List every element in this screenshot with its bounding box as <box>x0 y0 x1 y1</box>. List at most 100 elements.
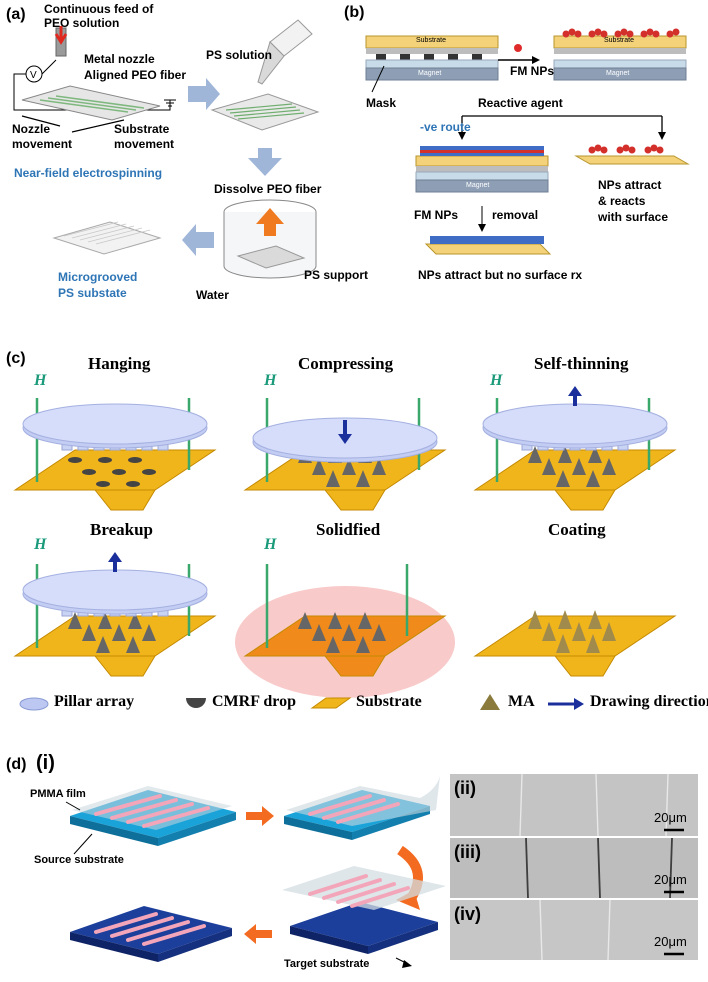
np-stack-blue <box>415 146 549 193</box>
substrate-tag-2: Substrate <box>604 37 634 44</box>
scene-coating <box>473 610 677 677</box>
feed-label-line2: PEO solution <box>44 16 120 30</box>
h-field-label-3: H <box>490 372 503 389</box>
step-compressing: Compressing <box>298 354 394 373</box>
dissolve-label: Dissolve PEO fiber <box>214 182 322 196</box>
arrow-right-icon <box>246 806 274 826</box>
attract-label-3: with surface <box>598 210 669 224</box>
substrate-movement-label-2: movement <box>114 137 175 151</box>
inset-iii-label: (iii) <box>454 842 481 862</box>
ps-plate <box>210 93 320 131</box>
legend-pillar-array: Pillar array <box>54 693 135 710</box>
fm-removal-label-2: removal <box>492 208 539 222</box>
reactive-agent-label: Reactive agent <box>478 96 563 110</box>
panel-a-label: (a) <box>6 6 26 23</box>
legend: Pillar array CMRF drop Substrate MA Draw… <box>18 690 708 718</box>
scene-breakup <box>13 552 217 677</box>
scale-bar-ii: 20μm <box>654 810 687 825</box>
np-react-surface <box>574 144 690 165</box>
step-breakup: Breakup <box>90 520 153 539</box>
up-arrow-icon <box>256 208 284 236</box>
scale-bar-iv: 20μm <box>654 934 687 949</box>
pillar-array-icon <box>19 697 49 711</box>
scene-solidfied <box>235 564 455 698</box>
scale-bar-iii: 20μm <box>654 872 687 887</box>
water-label: Water <box>196 288 229 302</box>
transfer-step <box>282 866 446 954</box>
h-field-label-1: H <box>34 372 47 389</box>
microgrooved-substrate <box>52 221 162 255</box>
panel-d: (d) (i) PMMA film Source substrate Targe… <box>0 750 708 982</box>
panel-b-label: (b) <box>344 4 365 21</box>
mask-stack-1 <box>365 35 499 81</box>
metal-nozzle-label: Metal nozzle <box>84 52 155 66</box>
np-attract-no-rx <box>424 236 552 255</box>
drawing-direction-icon <box>574 698 584 710</box>
left-arrow-icon <box>182 224 214 256</box>
substrate-icon <box>310 697 352 709</box>
cmrf-drop-icon <box>186 698 206 708</box>
substrate-tag: Substrate <box>416 37 446 44</box>
collector-plate <box>21 85 161 121</box>
panel-a: V <box>0 0 368 320</box>
step-solidfied: Solidfied <box>316 520 381 539</box>
scene-compressing <box>243 398 447 511</box>
panel-d-label: (d) <box>6 756 27 773</box>
substrate-movement-arrow <box>71 119 125 133</box>
feed-arrow-icon <box>54 26 68 45</box>
ma-icon <box>480 694 500 710</box>
nozzle-movement-label-2: movement <box>12 137 73 151</box>
ps-solution-label: PS solution <box>206 48 272 62</box>
panel-c: (c) Hanging Compressing Self-thinning Br… <box>0 344 708 724</box>
method-label: Near-field electrospinning <box>14 166 163 180</box>
panel-c-graphics <box>13 386 677 698</box>
inset-ii-label: (ii) <box>454 778 476 798</box>
peeling-step <box>284 776 440 840</box>
legend-cmrf-drop: CMRF drop <box>212 693 296 710</box>
panel-b-graphics <box>365 28 690 255</box>
panel-d-sub-label: (i) <box>36 752 55 774</box>
step-self-thinning: Self-thinning <box>534 354 629 373</box>
nozzle-movement-arrow <box>21 115 61 127</box>
svg-text:V: V <box>30 70 37 81</box>
panel-b: (b) Substrate Magnet Substrate Magnet Ma… <box>340 0 708 320</box>
magnet-tag-3: Magnet <box>466 182 490 189</box>
scene-hanging <box>13 398 217 511</box>
step-hanging: Hanging <box>88 354 151 373</box>
sem-images <box>450 773 698 961</box>
no-rx-label: NPs attract but no surface rx <box>418 268 583 282</box>
fm-nps-label: FM NPs <box>510 64 555 78</box>
legend-ma: MA <box>508 693 535 710</box>
h-field-label-4: H <box>34 536 47 553</box>
panel-d-graphics <box>65 773 698 968</box>
panel-c-label: (c) <box>6 350 26 367</box>
attract-label-2: & reacts <box>598 194 646 208</box>
pmma-film-label: PMMA film <box>30 788 86 800</box>
target-substrate <box>70 906 232 962</box>
h-field-label-5: H <box>264 536 277 553</box>
neg-route-label: -ve route <box>420 120 471 134</box>
scene-self-thinning <box>473 386 677 511</box>
h-field-label-2: H <box>264 372 277 389</box>
mask-label: Mask <box>366 96 397 110</box>
magnet-tag-2: Magnet <box>606 70 630 77</box>
fm-removal-label-1: FM NPs <box>414 208 459 222</box>
source-substrate <box>70 786 236 846</box>
source-substrate-label: Source substrate <box>34 854 124 866</box>
pipette-icon <box>257 19 313 85</box>
product-label-2: PS substate <box>58 286 127 300</box>
inset-iv-label: (iv) <box>454 904 481 924</box>
step-coating: Coating <box>548 520 606 539</box>
substrate-movement-label-1: Substrate <box>114 122 170 136</box>
ps-support-label: PS support <box>304 268 369 282</box>
feed-label-line1: Continuous feed of <box>44 2 154 16</box>
arrow-left-icon <box>244 924 272 944</box>
nanoparticle-icon <box>514 44 522 52</box>
product-label-1: Microgrooved <box>58 270 138 284</box>
aligned-fiber-label: Aligned PEO fiber <box>84 68 187 82</box>
mask-stack-2 <box>553 28 687 81</box>
attract-label-1: NPs attract <box>598 178 662 192</box>
target-substrate-label: Target substrate <box>284 958 370 970</box>
legend-drawing-direction: Drawing direction <box>590 693 708 710</box>
panel-a-graphics: V <box>13 19 320 279</box>
